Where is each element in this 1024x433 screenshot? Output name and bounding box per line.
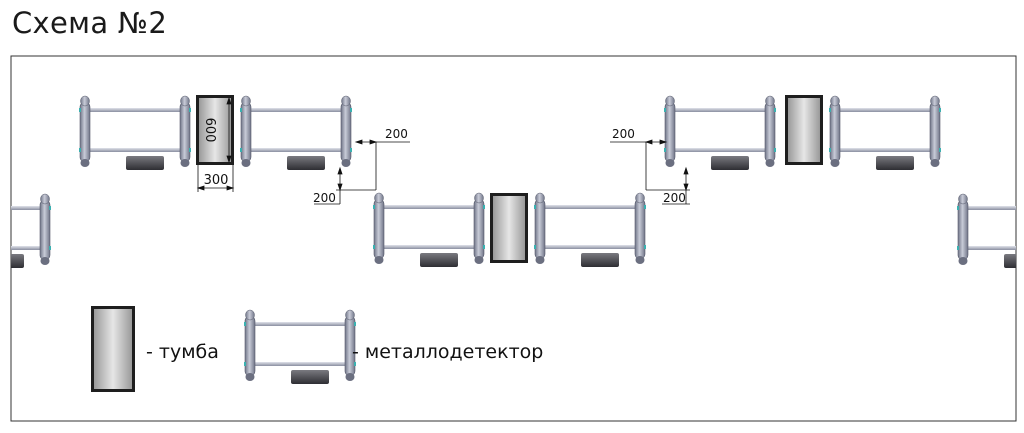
legend-detector-icon [243,309,357,385]
gap-label-c: 200 [612,127,635,141]
dimension-tumba-height [226,96,232,164]
metal-detector-2 [239,95,353,171]
metal-detector-partial-right [956,193,1016,269]
metal-detector-3 [372,192,486,268]
tumba-height-label: 600 [202,118,217,143]
dimension-right-step [610,139,690,205]
dimension-left-step [314,139,410,205]
gap-label-d: 200 [663,191,686,205]
metal-detector-1 [78,95,192,171]
legend: - тумба - металлодетектор [91,306,543,392]
dimension-tumba-width [196,165,235,192]
legend-tumba-label: - тумба [146,341,219,363]
diagram-frame [10,55,1017,422]
gap-label-b: 200 [313,191,336,205]
metal-detector-4 [533,192,647,268]
gap-label-a: 200 [385,127,408,141]
tumba-width-label: 300 [204,173,229,188]
diagram-title: Схема №2 [12,6,168,40]
metal-detector-5 [663,95,777,171]
tumba-3 [785,95,823,165]
metal-detector-6 [828,95,942,171]
legend-tumba-icon [91,306,135,392]
legend-detector-label: - металлодетектор [352,341,543,363]
tumba-2 [490,193,528,263]
metal-detector-partial-left [11,193,52,269]
